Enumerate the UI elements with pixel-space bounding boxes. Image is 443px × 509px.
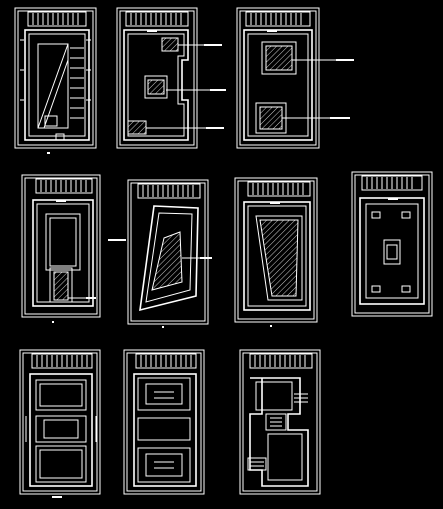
balcony-railing: [247, 181, 311, 197]
balcony-railing: [27, 11, 87, 27]
plan-sheet-2: [116, 7, 226, 149]
balcony-railing: [35, 178, 93, 194]
balcony-railing: [135, 353, 197, 369]
plan-sheet-3: [236, 7, 354, 149]
plan-sheet-6: [234, 177, 318, 327]
balcony-railing: [361, 175, 423, 191]
staircase: [70, 47, 84, 119]
balcony-railing: [31, 353, 93, 369]
plan-sheet-10: [239, 349, 321, 495]
plan-sheet-8: [19, 349, 101, 498]
balcony-railing: [249, 353, 313, 369]
plan-sheet-4: [21, 174, 101, 323]
plan-sheet-5: [108, 179, 212, 328]
balcony-railing: [125, 11, 189, 27]
balcony-railing: [245, 11, 311, 27]
plan-sheet-1: [14, 7, 97, 154]
plan-sheet-7: [351, 171, 433, 317]
plan-sheet-9: [123, 349, 205, 495]
balcony-railing: [137, 183, 201, 199]
